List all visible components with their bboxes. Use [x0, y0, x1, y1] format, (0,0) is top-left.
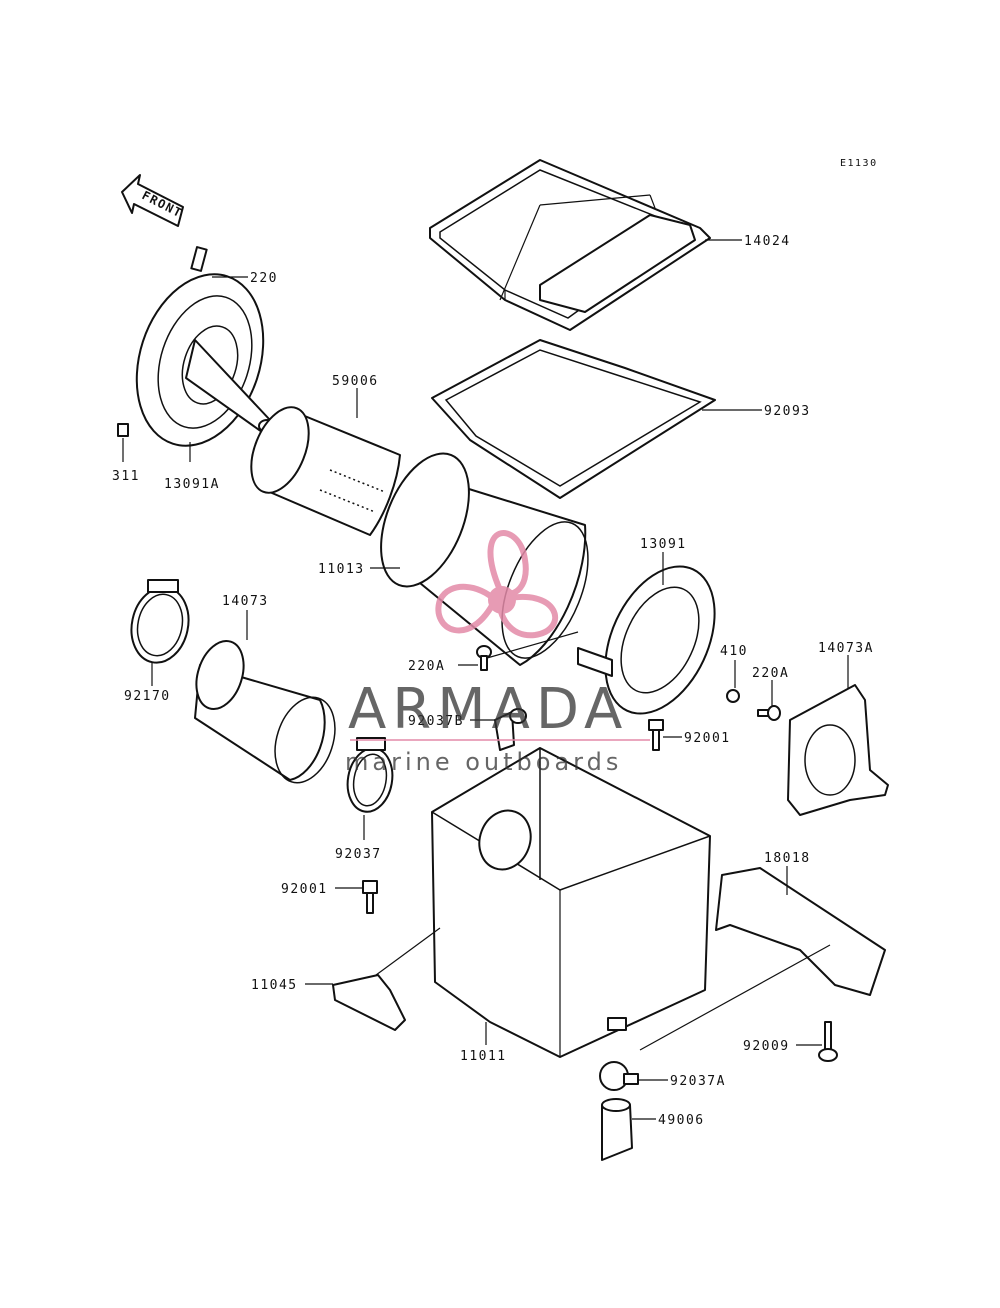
screw-92009 — [818, 1021, 838, 1062]
part-label-220A-b: 220A — [752, 666, 789, 681]
part-label-311: 311 — [112, 469, 140, 484]
part-label-92093: 92093 — [764, 404, 811, 419]
part-label-92001-a: 92001 — [684, 731, 731, 746]
part-label-13091A: 13091A — [164, 477, 220, 492]
part-label-92001-b: 92001 — [281, 882, 328, 897]
intake-duct — [194, 640, 336, 784]
part-label-410: 410 — [720, 644, 748, 659]
hose-49006 — [601, 1098, 633, 1161]
part-label-92170: 92170 — [124, 689, 171, 704]
part-label-14073: 14073 — [222, 594, 269, 609]
front-arrow: FRONT — [121, 174, 185, 227]
part-label-11013: 11013 — [318, 562, 365, 577]
duct-14073A — [787, 684, 889, 816]
part-label-220A-a: 220A — [408, 659, 445, 674]
part-label-11011: 11011 — [460, 1049, 507, 1064]
air-box-body — [431, 747, 711, 1058]
part-label-59006: 59006 — [332, 374, 379, 389]
washer-410 — [726, 689, 740, 703]
clamp-92037 — [346, 737, 394, 813]
screw-220A — [476, 645, 492, 671]
part-label-18018: 18018 — [764, 851, 811, 866]
left-end-cap — [117, 246, 276, 447]
part-label-220: 220 — [250, 271, 278, 286]
right-end-cap — [479, 565, 716, 715]
part-label-92037A: 92037A — [670, 1074, 726, 1089]
bracket-11045 — [332, 927, 441, 1031]
bolt-92001-lower — [362, 880, 378, 914]
armada-watermark: ARMADA marine outboards — [345, 530, 650, 776]
bolt-92001-upper — [648, 719, 664, 751]
clamp-92037A — [599, 1061, 639, 1091]
clamp-92170 — [130, 579, 190, 664]
mesh-cylinder — [250, 406, 401, 536]
part-label-14073A: 14073A — [818, 641, 874, 656]
screw-220A-right — [757, 705, 781, 721]
watermark-brand: ARMADA — [348, 677, 628, 742]
part-label-13091: 13091 — [640, 537, 687, 552]
cover-18018 — [639, 867, 886, 1051]
part-label-92009: 92009 — [743, 1039, 790, 1054]
propeller-logo-icon — [435, 530, 558, 639]
gasket — [431, 339, 716, 499]
part-label-14024: 14024 — [744, 234, 791, 249]
filter-element — [380, 452, 589, 666]
watermark-tagline: marine outboards — [345, 748, 622, 776]
part-label-49006: 49006 — [658, 1113, 705, 1128]
part-label-92037: 92037 — [335, 847, 382, 862]
part-label-11045: 11045 — [251, 978, 298, 993]
diagram-code: E1130 — [840, 158, 878, 169]
part-label-92037B: 92037B — [408, 714, 464, 729]
air-box-cover — [429, 159, 711, 331]
